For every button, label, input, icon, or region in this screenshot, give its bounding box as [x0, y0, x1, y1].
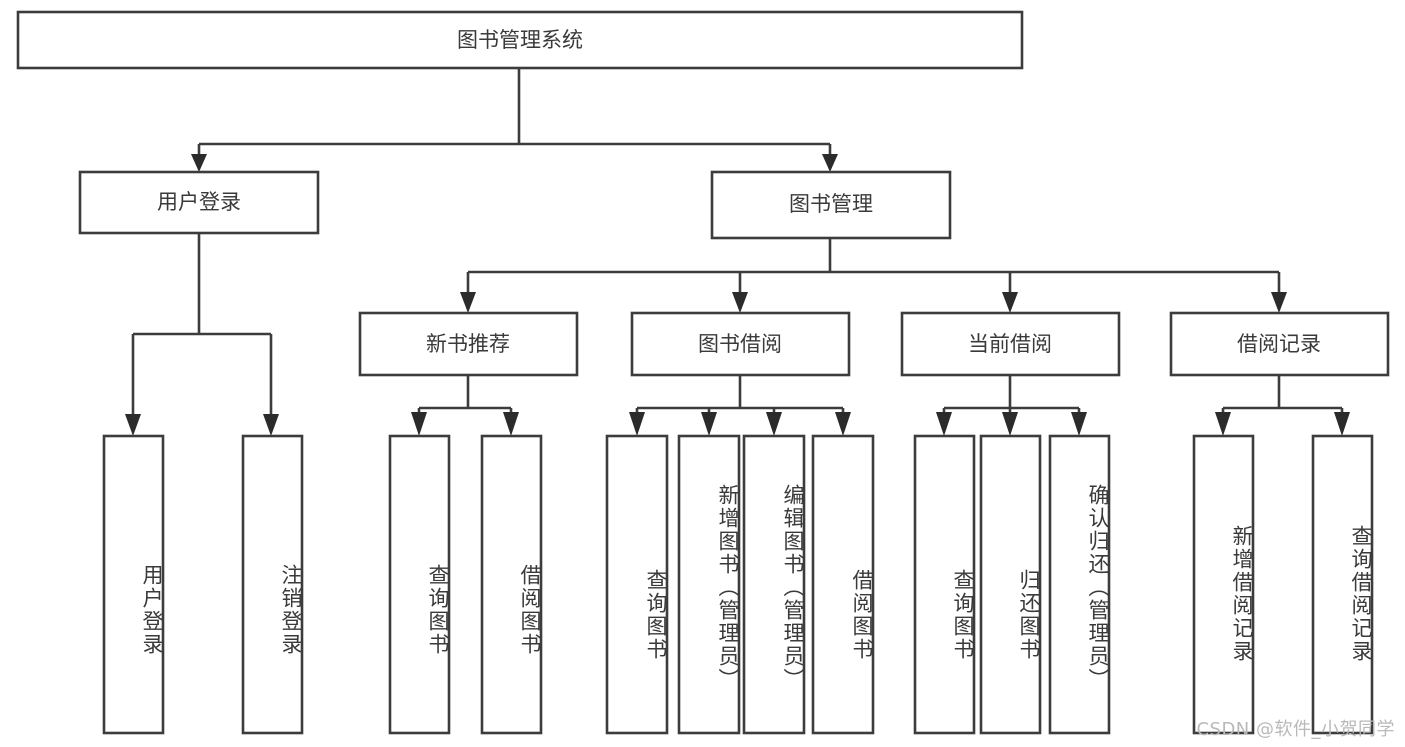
leaf-box-current-borrow-0[interactable]	[913, 434, 976, 735]
node-current-borrow-box[interactable]	[900, 311, 1121, 377]
leaf-box-new-book-1[interactable]	[480, 434, 543, 735]
node-book-borrow[interactable]: 图书借阅	[630, 311, 851, 377]
node-root-box[interactable]	[16, 10, 1024, 70]
node-user-login-label: 用户登录	[157, 190, 241, 214]
arrowhead-user-login	[191, 154, 207, 172]
arrowhead-leaf-bb-1	[701, 412, 717, 436]
connector-group-book-manage	[460, 238, 1287, 313]
arrowhead-level2-3	[1271, 292, 1287, 313]
leaf-box-user-login-1[interactable]	[241, 434, 304, 735]
connector-group-root	[191, 68, 838, 172]
node-borrow-record-box[interactable]	[1169, 311, 1390, 377]
arrowhead-leaf-nb-1	[503, 412, 519, 436]
node-new-book-recommend-box[interactable]	[358, 311, 579, 377]
leaf-box-book-borrow-3[interactable]	[811, 434, 875, 735]
leaf-box-borrow-record-0[interactable]	[1192, 434, 1255, 735]
node-book-borrow-label: 图书借阅	[698, 332, 782, 356]
leaf-box-current-borrow-2[interactable]	[1048, 434, 1111, 735]
node-book-manage-label: 图书管理	[789, 192, 873, 216]
arrowhead-leaf-bb-3	[835, 412, 851, 436]
arrowhead-level2-2	[1002, 292, 1018, 313]
node-current-borrow-label: 当前借阅	[968, 332, 1052, 356]
node-book-manage-box[interactable]	[710, 170, 952, 240]
arrowhead-leaf-cb-2	[1071, 412, 1087, 436]
arrowhead-leaf-cb-0	[936, 412, 952, 436]
node-root[interactable]: 图书管理系统	[16, 10, 1024, 70]
leaf-box-current-borrow-1[interactable]	[979, 434, 1042, 735]
leaf-box-new-book-0[interactable]	[388, 434, 451, 735]
leaf-box-book-borrow-1[interactable]	[677, 434, 741, 735]
node-new-book-recommend-label: 新书推荐	[426, 332, 510, 356]
connector-group-book-borrow	[629, 375, 851, 436]
leaf-box-borrow-record-1[interactable]	[1311, 434, 1374, 735]
arrowhead-level2-0	[460, 292, 476, 313]
connector-group-current-borrow	[936, 375, 1087, 436]
arrowhead-leaf-br-1	[1334, 412, 1350, 436]
arrowhead-leaf-user-login-1	[263, 414, 279, 436]
node-root-label: 图书管理系统	[457, 28, 583, 52]
leaf-box-book-borrow-0[interactable]	[605, 434, 669, 735]
connector-group-new-book	[411, 375, 519, 436]
arrowhead-leaf-cb-1	[1002, 412, 1018, 436]
node-book-manage[interactable]: 图书管理	[710, 170, 952, 240]
node-borrow-record-label: 借阅记录	[1237, 332, 1321, 356]
connector-group-borrow-record	[1215, 375, 1350, 436]
arrowhead-level2-1	[732, 292, 748, 313]
arrowhead-leaf-bb-0	[629, 412, 645, 436]
arrowhead-leaf-br-0	[1215, 412, 1231, 436]
arrowhead-book-manage	[822, 154, 838, 172]
leaf-box-book-borrow-2[interactable]	[742, 434, 806, 735]
node-current-borrow[interactable]: 当前借阅	[900, 311, 1121, 377]
arrowhead-leaf-nb-0	[411, 412, 427, 436]
node-borrow-record[interactable]: 借阅记录	[1169, 311, 1390, 377]
arrowhead-leaf-bb-2	[766, 412, 782, 436]
connector-group-user-login	[125, 233, 279, 436]
arrowhead-leaf-user-login-0	[125, 414, 141, 436]
node-user-login[interactable]: 用户登录	[78, 170, 320, 235]
node-book-borrow-box[interactable]	[630, 311, 851, 377]
node-new-book-recommend[interactable]: 新书推荐	[358, 311, 579, 377]
watermark-text: CSDN @软件_小贺同学	[1196, 719, 1395, 740]
node-user-login-box[interactable]	[78, 170, 320, 235]
leaf-box-user-login-0[interactable]	[102, 434, 165, 735]
